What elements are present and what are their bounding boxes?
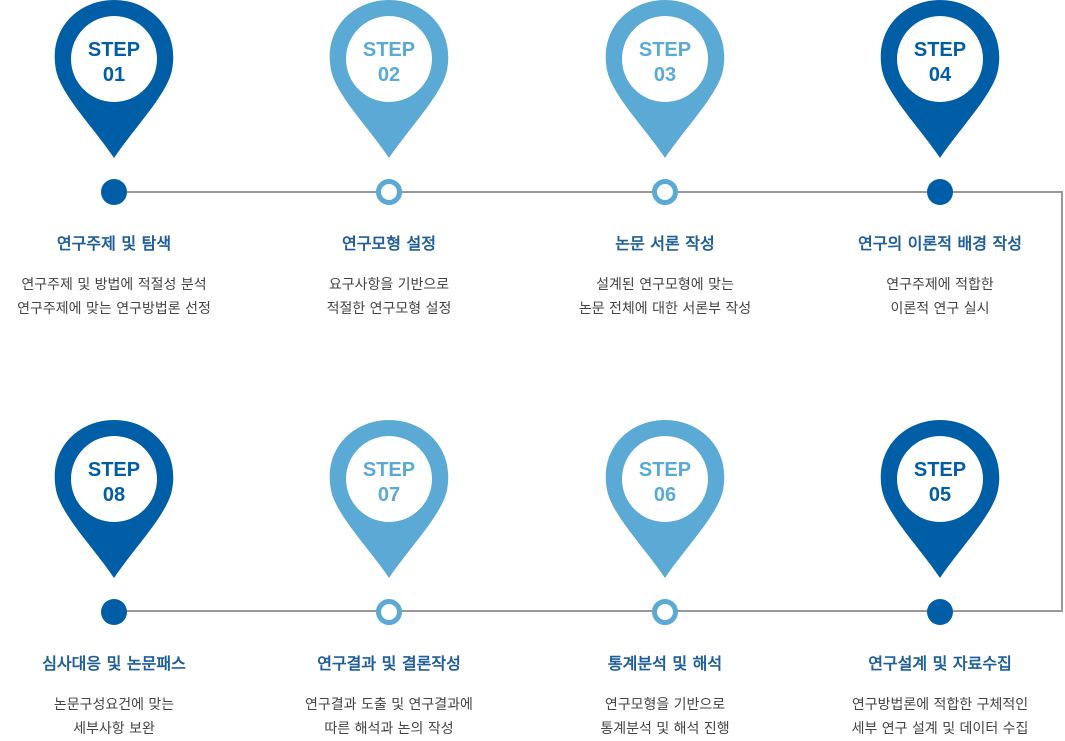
step-description-line: 이론적 연구 실시 [890, 301, 990, 317]
step-description-line: 논문구성요건에 맞는 [53, 697, 175, 713]
timeline-node [927, 599, 953, 625]
timeline-node [652, 179, 678, 205]
step-label: STEP [87, 459, 141, 481]
step-number: 06 [653, 484, 677, 506]
step-number: 02 [377, 64, 401, 86]
step-title: 연구모형 설정 [342, 234, 436, 253]
step-description-line: 설계된 연구모형에 맞는 [596, 277, 734, 293]
timeline-node [376, 599, 402, 625]
step-description-line: 연구모형을 기반으로 [604, 697, 726, 713]
map-pin-icon [54, 420, 174, 578]
step-description-line: 논문 전체에 대한 서론부 작성 [578, 301, 752, 317]
map-pin-icon [329, 0, 449, 158]
timeline-node [927, 179, 953, 205]
step-number: 05 [928, 484, 952, 506]
step-label: STEP [913, 459, 967, 481]
step-description-line: 연구방법론에 적합한 구체적인 [851, 697, 1029, 713]
step-number: 03 [653, 64, 677, 86]
step-description-line: 요구사항을 기반으로 [328, 277, 450, 293]
step-description-line: 연구주제에 맞는 연구방법론 선정 [17, 301, 211, 317]
step-title: 연구설계 및 자료수집 [868, 654, 1012, 673]
map-pin-icon [605, 420, 725, 578]
timeline-node [101, 599, 127, 625]
step-description-line: 적절한 연구모형 설정 [326, 301, 452, 317]
step-description-line: 따른 해석과 논의 작성 [324, 721, 454, 737]
step-label: STEP [362, 459, 416, 481]
step-label: STEP [638, 459, 692, 481]
step-number: 08 [102, 484, 126, 506]
step-number: 04 [928, 64, 952, 86]
step-description-line: 연구주제에 적합한 [886, 277, 994, 293]
step-title: 통계분석 및 해석 [607, 654, 723, 673]
step-title: 연구결과 및 결론작성 [317, 654, 461, 673]
timeline-connector [114, 191, 1063, 612]
step-description-line: 연구결과 도출 및 연구결과에 [305, 697, 473, 713]
timeline-node [376, 179, 402, 205]
step-label: STEP [913, 39, 967, 61]
step-number: 01 [102, 64, 126, 86]
step-label: STEP [362, 39, 416, 61]
step-description-line: 통계분석 및 해석 진행 [600, 721, 730, 737]
map-pin-icon [329, 420, 449, 578]
step-title: 연구주제 및 탐색 [56, 234, 172, 253]
map-pin-icon [54, 0, 174, 158]
map-pin-icon [880, 0, 1000, 158]
step-number: 07 [377, 484, 401, 506]
step-description-line: 세부사항 보완 [73, 721, 155, 737]
step-label: STEP [638, 39, 692, 61]
step-title: 심사대응 및 논문패스 [42, 654, 186, 673]
step-description-line: 연구주제 및 방법에 적절성 분석 [21, 277, 207, 293]
timeline-node [101, 179, 127, 205]
step-description-line: 세부 연구 설계 및 데이터 수집 [851, 721, 1029, 737]
timeline-node [652, 599, 678, 625]
map-pin-icon [880, 420, 1000, 578]
step-title: 논문 서론 작성 [615, 234, 715, 253]
step-title: 연구의 이론적 배경 작성 [858, 234, 1022, 253]
step-label: STEP [87, 39, 141, 61]
map-pin-icon [605, 0, 725, 158]
